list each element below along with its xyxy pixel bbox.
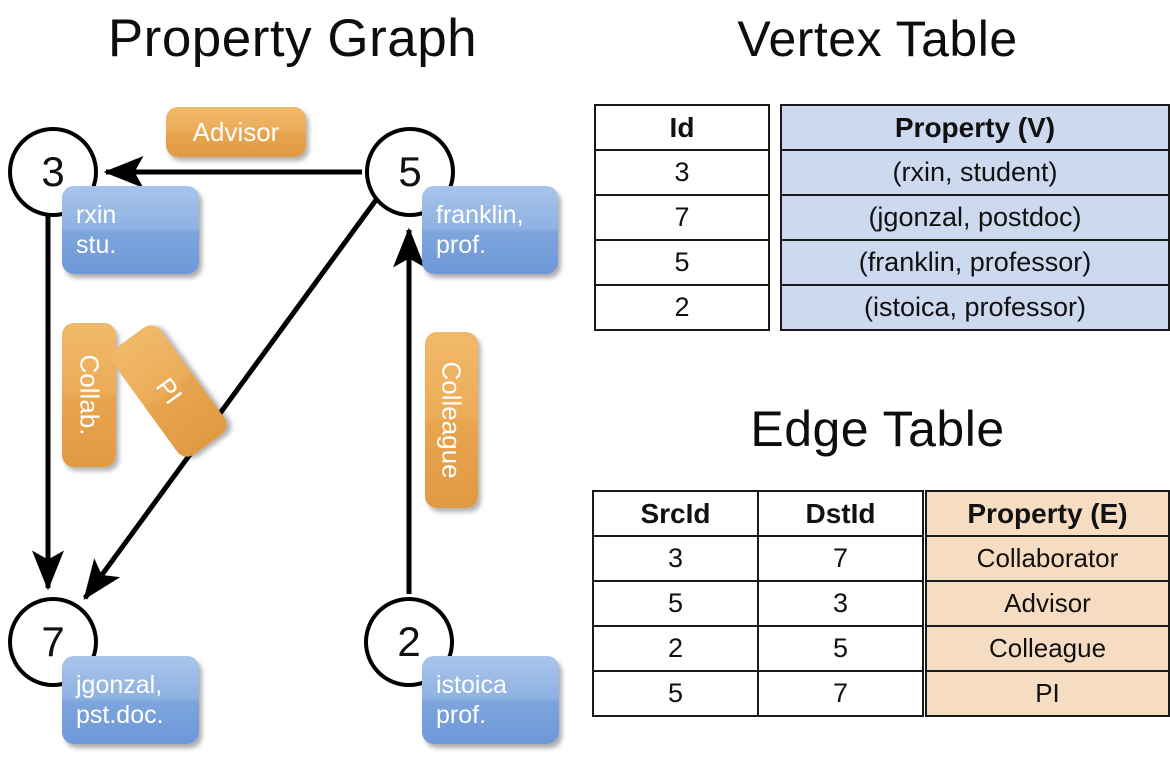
page-title-property-graph: Property Graph [107,9,478,68]
vertex-table-cell-property: (franklin, professor) [780,239,1170,286]
edge-table-cell-srcid: 5 [592,670,759,717]
edge-table-cell-property: Colleague [925,625,1170,672]
vertex-table-cell-id: 5 [594,239,770,286]
vertex-table-cell-id: 3 [594,149,770,196]
table-header-row: Id [594,104,770,151]
edge-table-cell-property: Collaborator [925,535,1170,582]
vertex-table-cell-id: 7 [594,194,770,241]
edge-table-header-srcid: SrcId [592,490,759,537]
graph-edges-layer [32,156,425,601]
vertex-table-header-property: Property (V) [780,104,1170,151]
vertex-property-box-5: franklin, prof. [422,186,558,274]
edge-table-cell-dstid: 7 [757,535,924,582]
vertex-table-cell-property: (jgonzal, postdoc) [780,194,1170,241]
edge-table-cell-property: PI [925,670,1170,717]
table-row: 7 [594,194,770,241]
graph-node-5-label: 5 [398,148,422,195]
table-row: 3 7 [592,535,924,582]
edge-table-cell-srcid: 2 [592,625,759,672]
vertex-table-cell-id: 2 [594,284,770,331]
edge-label-colleague: Colleague [425,332,478,508]
edge-table-header-property: Property (E) [925,490,1170,537]
page-title-edge-table: Edge Table [750,401,1005,457]
table-row: Colleague [925,625,1170,672]
table-header-row: Property (E) [925,490,1170,537]
edge-table-cell-dstid: 7 [757,670,924,717]
table-row: (rxin, student) [780,149,1170,196]
edge-label-advisor: Advisor [166,107,306,157]
table-row: Advisor [925,580,1170,627]
table-row: (istoica, professor) [780,284,1170,331]
vertex-property-box-3: rxin stu. [62,186,199,274]
table-row: Collaborator [925,535,1170,582]
edge-label-pi-text: PI [149,372,189,410]
graph-node-7-label: 7 [41,618,65,665]
table-header-row: SrcId DstId [592,490,924,537]
table-row: 2 [594,284,770,331]
table-row: 2 5 [592,625,924,672]
table-row: 3 [594,149,770,196]
edge-table-cell-dstid: 3 [757,580,924,627]
edge-label-collab: Collab. [62,323,116,467]
edge-table-header-dstid: DstId [757,490,924,537]
graph-node-5[interactable]: 5 [365,127,455,217]
table-row: 5 7 [592,670,924,717]
edge-table-cell-srcid: 5 [592,580,759,627]
graph-node-3-label: 3 [41,148,65,195]
page-title-vertex-table: Vertex Table [737,11,1018,67]
vertex-property-box-2: istoica prof. [422,656,559,744]
table-row: PI [925,670,1170,717]
vertex-table-header-id: Id [594,104,770,151]
table-row: 5 [594,239,770,286]
vertex-table-id-column: Id 3 7 5 2 [594,104,770,331]
table-row: 5 3 [592,580,924,627]
vertex-table-cell-property: (istoica, professor) [780,284,1170,331]
edge-table-cell-property: Advisor [925,580,1170,627]
graph-node-2[interactable]: 2 [364,597,454,687]
vertex-table-cell-property: (rxin, student) [780,149,1170,196]
vertex-property-box-7: jgonzal, pst.doc. [62,656,199,744]
edge-5-to-7 [82,198,379,601]
edge-label-colleague-text: Colleague [436,361,467,479]
edge-table-cell-dstid: 5 [757,625,924,672]
edge-table-cell-srcid: 3 [592,535,759,582]
edge-table-id-columns: SrcId DstId 3 7 5 3 2 5 5 7 [592,490,924,717]
table-row: (franklin, professor) [780,239,1170,286]
table-row: (jgonzal, postdoc) [780,194,1170,241]
edge-table-property-column: Property (E) Collaborator Advisor Collea… [925,490,1170,717]
vertex-table-property-column: Property (V) (rxin, student) (jgonzal, p… [780,104,1170,331]
edge-label-collab-text: Collab. [74,354,104,436]
edge-label-advisor-text: Advisor [192,117,280,147]
property-graph-panel: Property Graph 3 5 7 2 rxin stu. frankli… [8,9,559,744]
table-header-row: Property (V) [780,104,1170,151]
graph-node-2-label: 2 [397,618,421,665]
